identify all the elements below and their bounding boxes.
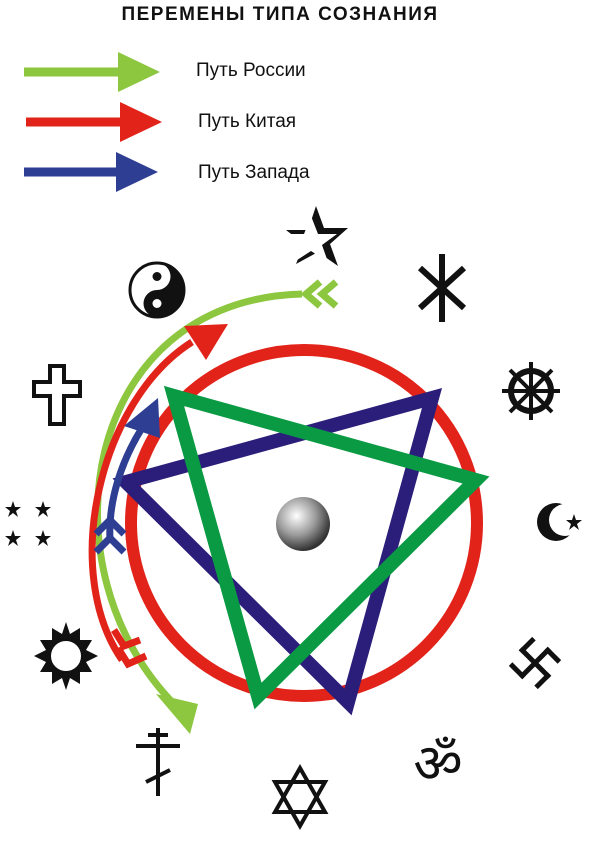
sun-icon [34, 622, 98, 690]
legend-arrow-china [26, 102, 162, 142]
path-russia-tail-chevron-2 [316, 279, 339, 309]
path-west-head [124, 398, 160, 438]
crescent-star-icon [537, 503, 582, 541]
path-china-tail-chevron-2 [115, 646, 148, 669]
legend-arrow-china-head [120, 102, 162, 142]
snowflake-cross-icon [417, 254, 467, 322]
page-title: ПЕРЕМЕНЫ ТИПА СОЗНАНИЯ [121, 4, 439, 25]
svg-text:ॐ: ॐ [413, 732, 462, 795]
consciousness-circle [125, 344, 483, 702]
path-west-tail-chevron-2 [93, 533, 127, 555]
navy-triangle [112, 387, 443, 716]
legend-arrow-russia-head [118, 52, 160, 92]
path-china-head [184, 324, 228, 360]
legend-arrow-west [24, 152, 158, 192]
path-russia-head [156, 694, 198, 734]
star-outline-icon [286, 206, 348, 266]
path-china-tail-chevron-1 [111, 628, 142, 651]
om-icon: ॐ [413, 732, 462, 795]
taiji-icon [128, 261, 186, 319]
legend-label-russia: Путь России [196, 60, 306, 81]
green-triangle [163, 385, 490, 710]
dharma-wheel-icon [502, 362, 560, 420]
legend-label-west: Путь Запада [198, 162, 310, 183]
latin-cross-icon [32, 364, 82, 426]
center-sphere [276, 497, 330, 551]
path-china-arc [88, 339, 194, 662]
orthodox-cross-icon [136, 728, 180, 796]
legend-arrow-russia [24, 52, 160, 92]
legend-arrow-west-head [116, 152, 158, 192]
swastika-icon [508, 636, 562, 690]
path-west-tail-chevron-1 [93, 515, 127, 537]
star-of-david-icon [271, 763, 329, 831]
path-west-arc [106, 426, 145, 541]
legend-label-china: Путь Китая [198, 111, 297, 132]
path-west-arrow [93, 398, 160, 555]
four-stars-icon [5, 501, 51, 546]
path-russia-tail-chevron-1 [300, 279, 323, 309]
path-china-arrow [88, 324, 228, 669]
